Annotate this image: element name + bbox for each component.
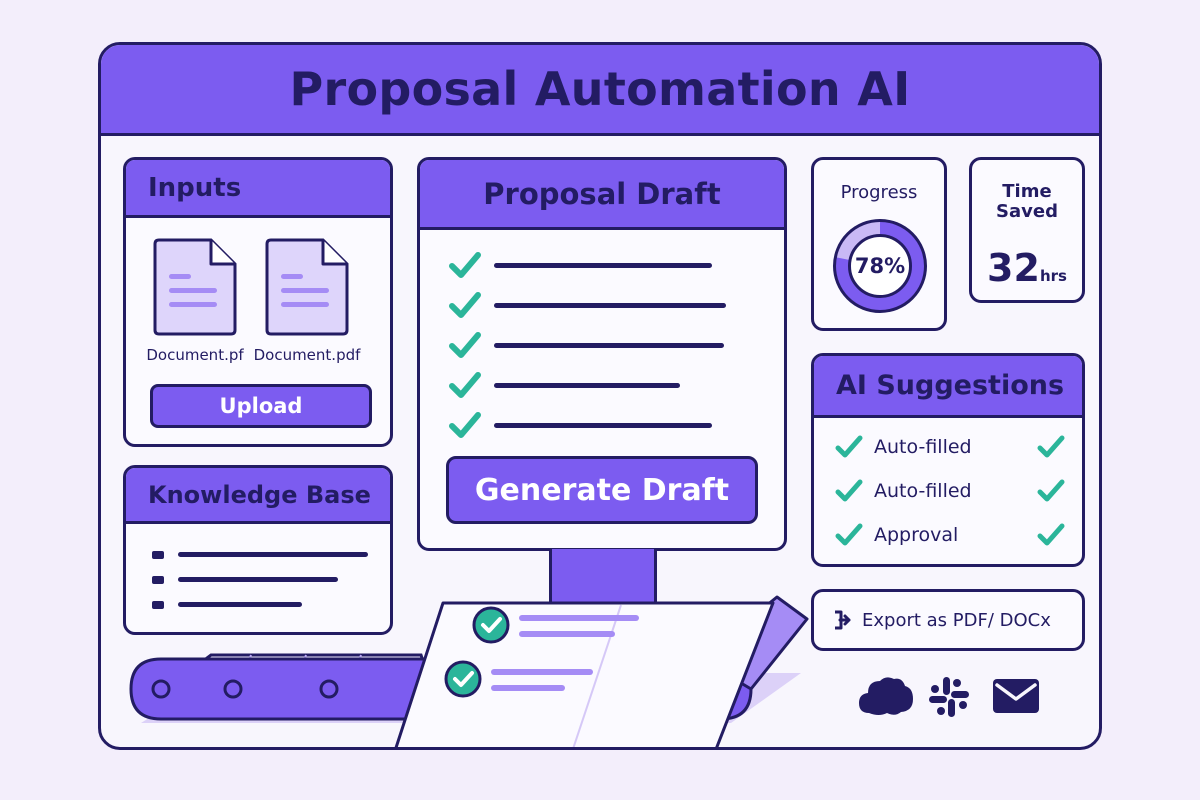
text-placeholder-line xyxy=(494,303,726,308)
text-placeholder-line xyxy=(178,602,302,607)
check-circle-icon xyxy=(472,606,510,644)
suggestion-text: Auto-filled xyxy=(874,480,972,502)
time-saved-label-line1: Time xyxy=(1002,181,1052,202)
progress-value: 78% xyxy=(854,254,906,278)
checkmark-icon xyxy=(1037,435,1065,458)
time-saved-number: 32 xyxy=(987,246,1040,290)
time-saved-panel: Time Saved 32hrs xyxy=(969,157,1085,303)
checkmark-icon xyxy=(449,372,481,398)
inputs-panel: Inputs Document.pf Document.pdf Upload xyxy=(123,157,393,447)
progress-label: Progress xyxy=(840,182,918,203)
inputs-heading: Inputs xyxy=(126,160,390,218)
bullet-icon xyxy=(152,601,164,609)
mail-icon[interactable] xyxy=(991,677,1041,715)
text-placeholder-line xyxy=(494,343,724,348)
knowledge-base-panel: Knowledge Base xyxy=(123,465,393,635)
slack-icon[interactable] xyxy=(927,675,971,719)
proposal-draft-panel: Proposal Draft Generate Draft xyxy=(417,157,787,551)
checkmark-icon xyxy=(1037,479,1065,502)
time-saved-label-line2: Saved xyxy=(996,201,1058,222)
integrations xyxy=(857,673,1057,723)
upload-button[interactable]: Upload xyxy=(150,384,372,428)
ai-suggestions-heading: AI Suggestions xyxy=(814,356,1082,418)
text-placeholder-line xyxy=(178,577,338,582)
export-label: Export as PDF/ DOCx xyxy=(862,609,1051,631)
draft-item xyxy=(448,290,768,320)
checkmark-icon xyxy=(835,479,863,502)
export-button[interactable]: Export as PDF/ DOCx xyxy=(811,589,1085,651)
conveyor-belt-illustration xyxy=(129,595,809,747)
checkmark-icon xyxy=(835,435,863,458)
checkmark-icon xyxy=(835,523,863,546)
check-circle-icon xyxy=(444,660,482,698)
roller-icon xyxy=(151,679,171,699)
draft-item xyxy=(448,410,768,440)
generate-draft-button[interactable]: Generate Draft xyxy=(446,456,758,524)
proposal-draft-heading: Proposal Draft xyxy=(420,160,784,230)
ai-suggestions-panel: AI Suggestions Auto-filled Auto-filled A… xyxy=(811,353,1085,567)
text-placeholder-line xyxy=(178,552,368,557)
checkmark-icon xyxy=(449,252,481,278)
time-saved-value: 32hrs xyxy=(972,246,1082,290)
document-icon xyxy=(153,238,237,336)
draft-item xyxy=(448,250,768,280)
document-item[interactable]: Document.pdf xyxy=(254,236,360,364)
app-title: Proposal Automation AI xyxy=(289,62,911,116)
document-name: Document.pf xyxy=(146,346,244,364)
text-placeholder-line xyxy=(494,383,680,388)
progress-panel: Progress 78% xyxy=(811,157,947,331)
roller-icon xyxy=(319,679,339,699)
knowledge-base-heading: Knowledge Base xyxy=(126,468,390,524)
suggestion-item[interactable]: Auto-filled xyxy=(834,434,1068,462)
suggestion-text: Approval xyxy=(874,524,959,546)
checkmark-icon xyxy=(449,332,481,358)
document-name: Document.pdf xyxy=(253,346,361,364)
draft-item xyxy=(448,330,768,360)
checkmark-icon xyxy=(1037,523,1065,546)
document-item[interactable]: Document.pf xyxy=(146,236,244,364)
progress-ring xyxy=(833,219,927,313)
document-icon xyxy=(265,238,349,336)
text-placeholder-line xyxy=(494,263,712,268)
salesforce-cloud-icon[interactable] xyxy=(857,673,915,717)
title-bar: Proposal Automation AI xyxy=(101,45,1099,136)
bullet-icon xyxy=(152,576,164,584)
checkmark-icon xyxy=(449,412,481,438)
checkmark-icon xyxy=(449,292,481,318)
time-saved-label: Time Saved xyxy=(972,182,1082,222)
monitor-stand xyxy=(549,549,657,603)
export-icon xyxy=(832,609,852,631)
bullet-icon xyxy=(152,551,164,559)
time-saved-unit: hrs xyxy=(1039,267,1067,285)
text-placeholder-line xyxy=(494,423,712,428)
suggestion-item[interactable]: Approval xyxy=(834,522,1068,550)
app-window: Proposal Automation AI Inputs Document.p… xyxy=(98,42,1102,750)
draft-item xyxy=(448,370,768,400)
suggestion-item[interactable]: Auto-filled xyxy=(834,478,1068,506)
suggestion-text: Auto-filled xyxy=(874,436,972,458)
roller-icon xyxy=(223,679,243,699)
